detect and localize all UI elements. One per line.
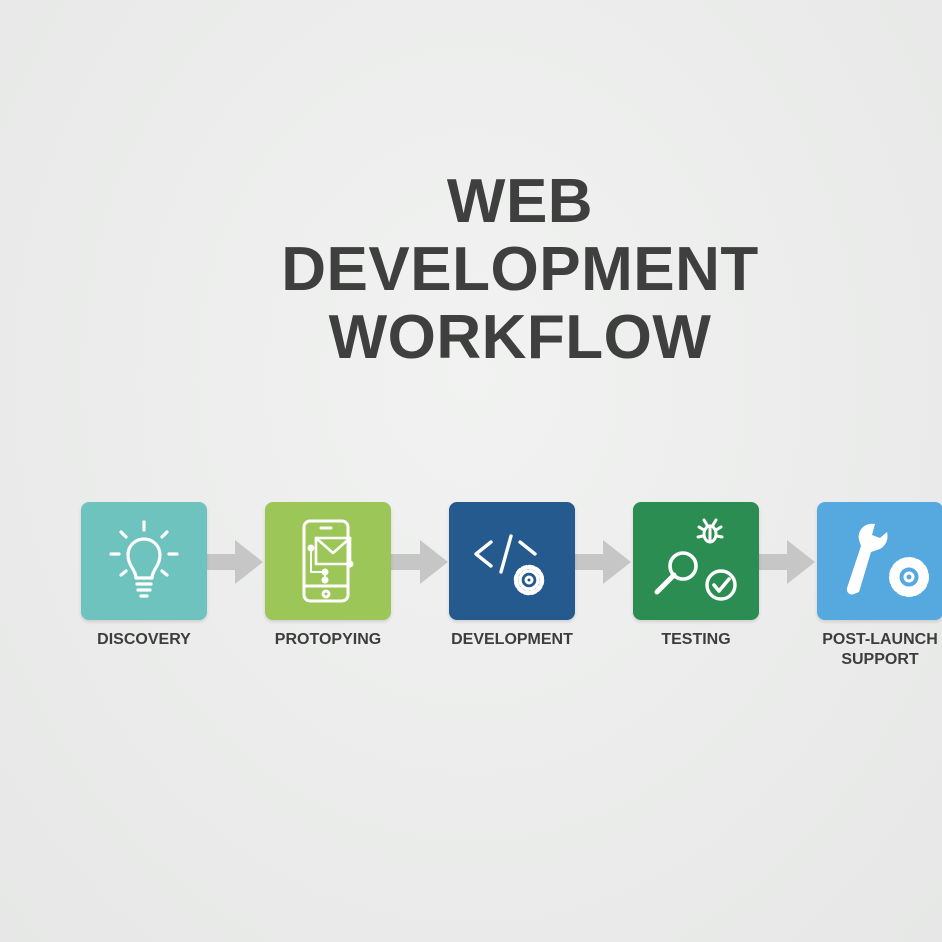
wrench-gear-icon (846, 523, 929, 597)
step-prototyping: PROTOPYING (248, 502, 408, 702)
title-line-2: WORKFLOW (328, 303, 712, 372)
post-launch-tile (817, 502, 942, 620)
flow-arrow-4 (757, 537, 815, 587)
flow-arrow-2 (390, 537, 448, 587)
development-tile (449, 502, 575, 620)
mobile-wireframe-icon (302, 519, 354, 603)
step-discovery: DISCOVERY (64, 502, 224, 702)
flow-arrow-3 (573, 537, 631, 587)
step-post-launch-support: POST-LAUNCH SUPPORT (800, 502, 942, 702)
lightbulb-icon (109, 520, 179, 598)
step-development: DEVELOPMENT (432, 502, 592, 702)
step-label-development: DEVELOPMENT (451, 631, 573, 648)
diagram-title: WEB DEVELOPMENT WORKFLOW (200, 168, 840, 372)
title-line-1: WEB DEVELOPMENT (281, 167, 759, 304)
step-label-post-launch-support: POST-LAUNCH SUPPORT (822, 631, 938, 668)
step-label-prototyping: PROTOPYING (274, 631, 382, 648)
step-label-testing: TESTING (661, 631, 731, 648)
testing-tile (633, 502, 759, 620)
step-label-discovery: DISCOVERY (97, 631, 191, 648)
step-testing: TESTING (616, 502, 776, 702)
flow-arrow-1 (205, 537, 263, 587)
bug-search-check-icon (654, 518, 737, 601)
prototyping-tile (265, 502, 391, 620)
discovery-tile (81, 502, 207, 620)
code-gear-icon (474, 534, 545, 596)
